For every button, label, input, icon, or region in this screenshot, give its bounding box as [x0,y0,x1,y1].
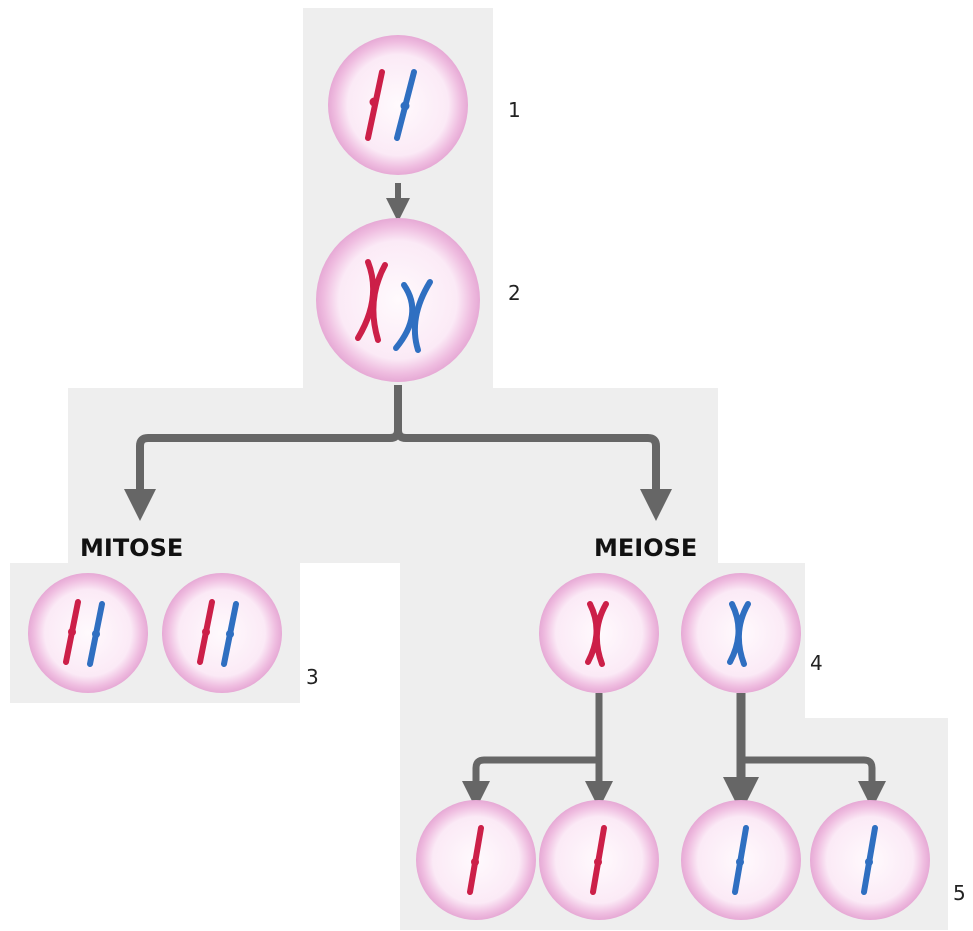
meiose-label: MEIOSE [594,534,697,562]
blue-branch-right [741,756,886,809]
branch-to-meiose [394,429,672,521]
mitose-label: MITOSE [80,534,183,562]
meiose-cell-blue [681,573,801,693]
meiose-cell-blue-2 [810,800,930,920]
chromosome-blue [394,69,417,141]
mitose-cell-left [28,573,148,693]
stage-number-4: 4 [810,651,823,675]
labels: 1 2 3 4 5 MITOSE MEIOSE [80,98,966,905]
connectors [124,183,886,813]
mitose-cell-right [162,573,282,693]
cell-2 [316,218,480,382]
cells [28,35,930,920]
red-branch-left [462,756,599,809]
cell-1 [328,35,468,175]
chromosome-blue-duplicated [393,279,433,353]
meiose-cell-red-1 [416,800,536,920]
chromosome-red [365,69,385,141]
panel-middle [68,388,718,563]
stage-number-1: 1 [508,98,521,122]
stage-number-2: 2 [508,281,521,305]
stage-number-3: 3 [306,665,319,689]
meiose-cell-red-2 [539,800,659,920]
stage-number-5: 5 [953,881,966,905]
meiose-cell-red [539,573,659,693]
meiose-cell-blue-1 [681,800,801,920]
chromosome-red-duplicated [355,259,388,343]
